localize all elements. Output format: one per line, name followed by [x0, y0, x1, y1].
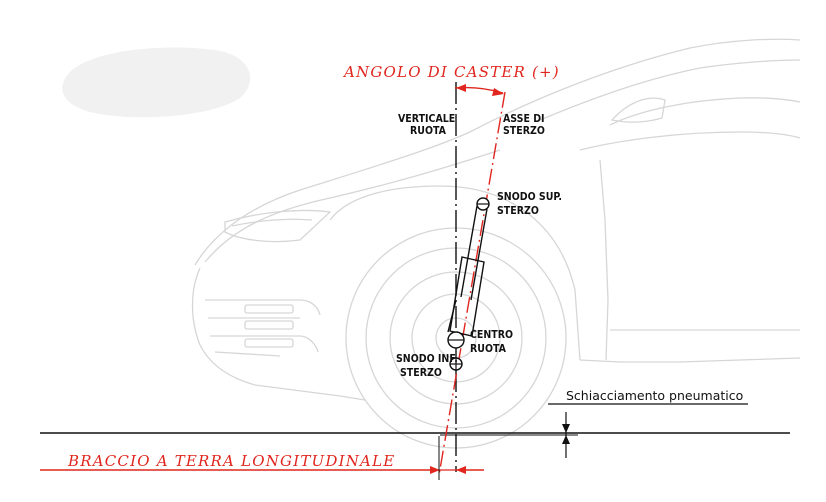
car-faded-blob: [62, 47, 251, 118]
caster-arrow-right: [492, 88, 504, 96]
trail-dimension: [40, 436, 484, 480]
wheel-vertical-label-2: RUOTA: [410, 125, 447, 137]
caster-angle-label: ANGOLO DI CASTER (+): [342, 63, 560, 81]
steering-axis-label-1: ASSE DI: [503, 113, 545, 125]
lower-joint-label-2: STERZO: [400, 367, 442, 379]
upper-joint-label-1: SNODO SUP.: [497, 191, 562, 203]
wheel-center-symbol: [447, 331, 465, 349]
car-outline: [62, 38, 801, 449]
tire-squash-label: Schiacciamento pneumatico: [566, 388, 743, 403]
upper-joint-label-2: STERZO: [497, 205, 539, 217]
wheel-vertical-label-1: VERTICALE: [398, 113, 455, 125]
trail-label: BRACCIO A TERRA LONGITUDINALE: [67, 452, 395, 470]
wheel-center-label-2: RUOTA: [470, 343, 507, 355]
steering-axis-label-2: STERZO: [503, 125, 545, 137]
upper-joint-symbol: [476, 197, 490, 211]
tire-squash-dimension: [548, 403, 748, 458]
lower-joint-symbol: [449, 357, 463, 371]
wheel-center-label-1: CENTRO: [470, 329, 513, 341]
lower-joint-label-1: SNODO INF.: [396, 353, 458, 365]
steering-axis-line: [438, 91, 506, 476]
strut: [447, 205, 488, 337]
caster-arrow-left: [456, 84, 466, 92]
